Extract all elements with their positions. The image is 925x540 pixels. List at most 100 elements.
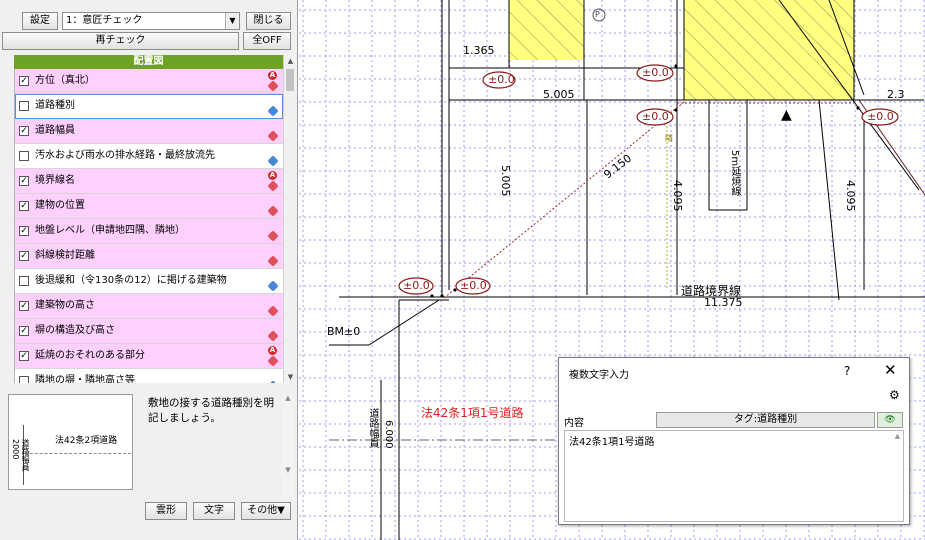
content-label: 内容 <box>564 418 584 429</box>
neighbor-mark: 隣 <box>665 134 673 143</box>
scroll-up-icon[interactable]: ▲ <box>287 57 294 65</box>
checkbox[interactable] <box>19 376 29 383</box>
level-mark: ±0.0 <box>642 66 669 79</box>
cad-canvas[interactable]: 1.365 ±0.0 5.005 ±0.0 ±0.0 ±0.0 ±0.0 ±0.… <box>299 0 925 540</box>
road-boundary-label: 道路境界線 <box>681 284 742 298</box>
dim-4095-right: 4.095 <box>844 180 857 212</box>
checkbox[interactable]: ✓ <box>19 326 29 336</box>
checkbox[interactable]: ✓ <box>19 251 29 261</box>
warning-icon: A <box>268 71 277 80</box>
description-scrollbar[interactable]: ▲▼ <box>282 394 294 500</box>
tag-icon[interactable] <box>267 330 279 342</box>
check-item-row[interactable]: 汚水および雨水の排水経路・最終放流先 <box>15 144 283 169</box>
check-item-row[interactable]: 隣地の塀・隣地高さ等 <box>15 369 283 383</box>
check-item-label: 建築物の高さ <box>35 300 95 311</box>
check-item-label: 境界線名 <box>35 175 75 186</box>
checkbox[interactable]: ✓ <box>19 176 29 186</box>
tag-icon[interactable] <box>267 180 279 192</box>
description-text: 敷地の接する道路種別を明記しましょう。 <box>148 397 274 424</box>
check-item-row[interactable]: 道路種別 <box>15 94 283 119</box>
warning-icon: A <box>268 346 277 355</box>
check-item-label: 汚水および雨水の排水経路・最終放流先 <box>35 150 215 161</box>
checkbox[interactable]: ✓ <box>19 351 29 361</box>
tag-icon[interactable] <box>267 355 279 367</box>
tag-icon[interactable] <box>267 255 279 267</box>
check-item-row[interactable]: ✓建物の位置 <box>15 194 283 219</box>
check-item-row[interactable]: ✓ 塀の構造及び高さ <box>15 319 283 344</box>
help-icon[interactable]: ? <box>844 364 851 378</box>
dim-2-3: 2.3 <box>887 88 905 101</box>
check-item-row[interactable]: ✓ 建築物の高さ <box>15 294 283 319</box>
cloud-shape-button[interactable]: 雲形 <box>145 502 187 520</box>
check-panel: 設定 1：意匠チェック ▼ 閉じる 再チェック 全OFF 配置図 ✓方位（真北）… <box>0 0 298 540</box>
tag-icon[interactable] <box>267 230 279 242</box>
gear-icon[interactable]: ⚙ <box>889 388 900 402</box>
checkbox[interactable] <box>19 151 29 161</box>
list-scrollbar[interactable]: ▲ ▼ <box>283 55 296 383</box>
tag-icon[interactable] <box>267 80 279 92</box>
close-icon[interactable]: ✕ <box>884 361 897 379</box>
scroll-thumb[interactable] <box>286 69 294 91</box>
check-item-label: 道路種別 <box>35 100 75 111</box>
preview-width-line <box>23 425 24 485</box>
textarea-scrollbar[interactable]: ▲ <box>894 432 901 440</box>
checkbox[interactable]: ✓ <box>19 226 29 236</box>
level-mark: ±0.0 <box>642 110 669 123</box>
dim-4095-left: 4.095 <box>671 180 684 212</box>
content-textarea[interactable] <box>564 430 904 522</box>
preview-image: 法42条2項道路 道路幅員 2000 <box>8 394 133 490</box>
checkbox[interactable]: ✓ <box>19 201 29 211</box>
tag-icon[interactable] <box>267 130 279 142</box>
checkbox[interactable] <box>19 276 29 286</box>
check-item-row[interactable]: ✓道路幅員 <box>15 119 283 144</box>
eye-icon[interactable]: 👁 <box>877 412 903 428</box>
check-item-row[interactable]: 後退緩和（令130条の12）に掲げる建築物 <box>15 269 283 294</box>
dim-11375: 11.375 <box>704 296 743 309</box>
circle-mark: P <box>595 10 600 19</box>
recheck-button[interactable]: 再チェック <box>2 32 239 50</box>
close-panel-button[interactable]: 閉じる <box>246 12 291 30</box>
check-item-row[interactable]: ✓斜線検討距離 <box>15 244 283 269</box>
multi-text-input-dialog: 複数文字入力 ? ✕ ⚙ 内容 タグ:道路種別 👁 ▲ <box>558 357 910 525</box>
check-mode-select[interactable]: 1：意匠チェック ▼ <box>62 12 240 30</box>
checkbox[interactable] <box>19 101 29 111</box>
level-mark: ±0.0 <box>867 110 894 123</box>
check-item-label: 方位（真北） <box>35 75 95 86</box>
chevron-down-icon[interactable]: ▼ <box>225 13 239 29</box>
preview-width-label: 道路幅員 2000 <box>11 439 30 471</box>
checkbox[interactable]: ✓ <box>19 301 29 311</box>
north-arrow-icon: ▲ <box>781 107 792 123</box>
check-mode-value: 1：意匠チェック <box>66 15 143 26</box>
warning-icon: A <box>268 171 277 180</box>
road-width-label: 道路幅員 <box>367 408 378 448</box>
dim-5005-vertical: 5.005 <box>499 165 512 197</box>
text-button[interactable]: 文字 <box>193 502 235 520</box>
level-mark: ±0.0 <box>460 279 487 292</box>
dim-6000: 6.000 <box>383 420 394 449</box>
check-item-label: 隣地の塀・隣地高さ等 <box>35 375 135 383</box>
check-item-list: ✓ 方位（真北） A 道路種別 ✓道路幅員汚水および雨水の排水経路・最終放流先 ✓ 境界線名… <box>14 69 283 383</box>
tag-icon[interactable] <box>267 105 279 117</box>
benchmark-label: BM±0 <box>327 325 361 338</box>
check-item-label: 塀の構造及び高さ <box>35 325 115 336</box>
check-item-label: 地盤レベル（申請地四隅、隣地） <box>35 225 185 236</box>
tag-icon[interactable] <box>267 305 279 317</box>
settings-button[interactable]: 設定 <box>22 12 58 30</box>
tag-icon[interactable] <box>267 155 279 167</box>
check-item-row[interactable]: ✓ 境界線名 A <box>15 169 283 194</box>
checkbox[interactable]: ✓ <box>19 76 29 86</box>
scroll-down-icon[interactable]: ▼ <box>287 373 294 381</box>
level-mark: ±0.0 <box>488 73 515 86</box>
tag-icon[interactable] <box>267 380 279 383</box>
check-item-row[interactable]: ✓ 方位（真北） A <box>15 69 283 94</box>
cad-drawing <box>299 0 925 540</box>
check-item-row[interactable]: ✓ 地盤レベル（申請地四隅、隣地） <box>15 219 283 244</box>
tag-button[interactable]: タグ:道路種別 <box>656 412 875 428</box>
checkbox[interactable]: ✓ <box>19 126 29 136</box>
all-off-button[interactable]: 全OFF <box>243 32 291 50</box>
tag-icon[interactable] <box>267 205 279 217</box>
tag-icon[interactable] <box>267 280 279 292</box>
dialog-title: 複数文字入力 <box>569 370 629 381</box>
more-menu-button[interactable]: その他▼ <box>241 502 291 520</box>
